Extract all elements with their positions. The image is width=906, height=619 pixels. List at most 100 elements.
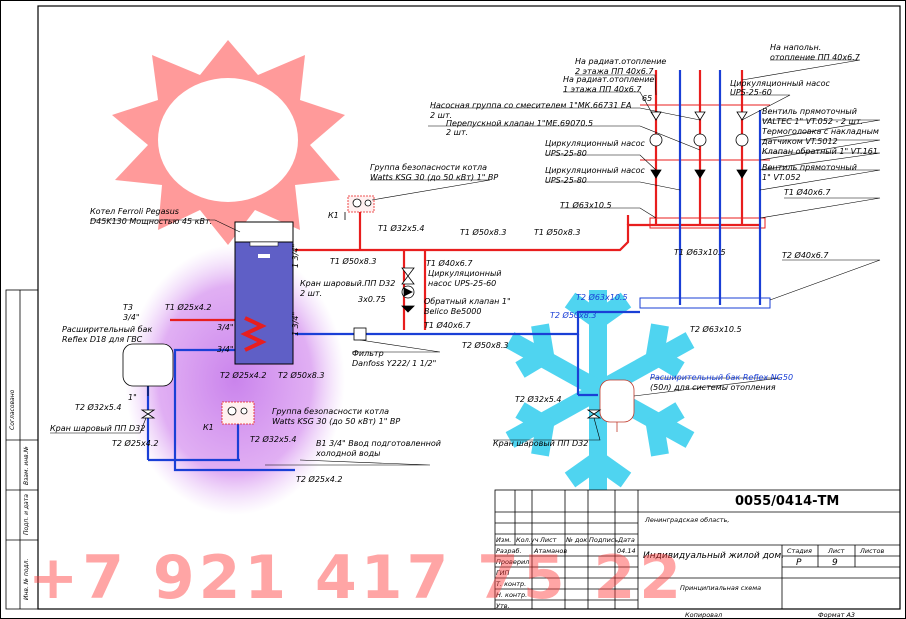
pump-group-label-2: 2 шт.: [430, 111, 452, 120]
pipe-t3-label: Т3: [123, 303, 133, 312]
document-code: 0055/0414-ТМ: [735, 494, 839, 509]
pipe-t1-40-b-label: Т1 Ø40x6.7: [424, 320, 471, 330]
pipe-t2-63-a-label: Т2 Ø63x10.5: [576, 292, 628, 302]
pipe-t2-32-a-label: Т2 Ø32x5.4: [75, 402, 121, 412]
leader-lines: [50, 59, 881, 466]
circ-pump-a-label-2: UPS-25-80: [545, 149, 587, 158]
filter-label-1: Фильтр: [352, 349, 384, 358]
document-sheet-title: Принципиальная схема: [680, 584, 761, 592]
safety-group-bottom-icon: [221, 401, 255, 425]
table-header-date: Дата: [617, 536, 635, 544]
safety-group-bottom-label-2: Watts KSG 30 (до 50 кВт) 1" ВР: [272, 417, 400, 426]
pipe-t2-63-b-label: Т2 Ø63x10.5: [690, 324, 742, 334]
floor-heating-label-2: отопление ПП 40x6.7: [770, 53, 861, 62]
pipe-t1-50-c-label: Т1 Ø50x8.3: [330, 256, 376, 266]
circ-pump-mid-label-2: насос UPS-25-60: [428, 279, 496, 288]
ball-valve-left-label: Кран шаровый ПП D32: [50, 424, 145, 433]
filter-icon: [353, 327, 367, 341]
boiler-fitting-bot-label: 1 3/4": [291, 312, 300, 336]
heating-floor1-label-2: 1 этажа ПП 40x6.7: [563, 85, 642, 94]
stage-value: Р: [796, 558, 802, 568]
size-65-label: 65: [642, 94, 652, 103]
circ-pump-b-label-1: Циркуляционный насос: [545, 166, 645, 175]
pipe-t1-63-label: Т1 Ø63x10.5: [560, 200, 612, 210]
circ-pump-mid-label-1: Циркуляционный: [428, 269, 502, 278]
pipe-t1-32-label: Т1 Ø32x5.4: [378, 223, 424, 233]
safety-group-bottom-label-1: Группа безопасности котла: [272, 407, 389, 416]
document-region: Ленинградская область,: [644, 516, 729, 524]
document-date: 04.14: [617, 547, 636, 555]
table-header-sign: Подпись: [589, 536, 618, 544]
side-stamp-replace: Взам. инв.№: [23, 446, 30, 485]
manifold-return-header: [639, 297, 771, 309]
phone-watermark: +7 921 417 75 22: [28, 543, 685, 613]
safety-group-top-label-2: Watts KSG 30 (до 50 кВт) 1" ВР: [370, 173, 498, 182]
check-valve-top-label: Клапан обратный 1" VT.161: [762, 147, 878, 156]
sheet-header: Лист: [827, 547, 845, 555]
circulation-pump-mid-icon: [401, 267, 415, 313]
heating-floor2-label-2: 2 этажа ПП 40x6.7: [575, 67, 654, 76]
pipe-t1-40-c-label: Т1 Ø40x6.7: [784, 187, 831, 197]
k1-bottom-label: К1: [203, 423, 214, 432]
bypass-valve-label-2: 2 шт.: [446, 128, 468, 137]
valve-straight-bottom-label-1: Вентиль прямоточный: [762, 163, 857, 172]
pipe-t1-40-a-label: Т1 Ø40x6.7: [426, 258, 473, 268]
role-tech-control: Т. контр.: [496, 580, 526, 588]
heating-floor2-label-1: На радиат.отопление: [575, 57, 666, 66]
size-1-label: 1": [128, 393, 137, 402]
pump-group-label-1: Насосная группа со смесителем 1"МК.66731…: [430, 101, 631, 110]
sun-watermark: [112, 40, 345, 245]
role-approved: Утв.: [496, 602, 510, 610]
table-header-doc: № док.: [565, 536, 589, 544]
circ-pump-top-label-1: Циркуляционный насос: [730, 79, 830, 88]
expansion-tank-heat-icon: [599, 379, 635, 432]
stage-header: Стадия: [787, 547, 812, 555]
k1-top-label: К1: [328, 211, 339, 220]
exp-tank-dhw-label-1: Расширительный бак: [62, 325, 152, 334]
side-stamp: [5, 289, 39, 610]
heating-floor1-label-1: На радиат.отопление: [563, 75, 654, 84]
safety-group-top-icon: [344, 195, 375, 220]
size-34-a-label: 3/4": [217, 323, 234, 332]
side-stamp-agreed: Согласовано: [9, 389, 16, 430]
pipe-t2-32-c-label: Т2 Ø32x5.4: [515, 394, 561, 404]
boiler-label-2: D45K130 Мощностью 45 кВт.: [90, 217, 212, 226]
pipe-t1-50-a-label: Т1 Ø50x8.3: [460, 227, 506, 237]
pipe-t3-size-label: 3/4": [123, 313, 140, 322]
pipe-t2-25-b-label: Т2 Ø25x4.2: [112, 438, 158, 448]
floor-heating-label-1: На напольн.: [770, 43, 821, 52]
safety-group-top-label-1: Группа безопасности котла: [370, 163, 487, 172]
copied-label: Копировал: [685, 611, 722, 619]
valve-straight-top-label-2: VALTEC 1" VT.052 - 2 шт.: [762, 117, 863, 126]
boiler-fitting-top-label: 1 3/4": [291, 244, 300, 268]
table-header-sheet: Лист: [539, 536, 557, 544]
manifold-pumps: [649, 111, 749, 179]
valve-straight-bottom-label-2: 1" VT.052: [762, 173, 801, 182]
valve-straight-top-label-1: Вентиль прямоточный: [762, 107, 857, 116]
pipe-t2-25-a-label: Т2 Ø25x4.2: [220, 370, 266, 380]
ball-valve-left-icon: [140, 409, 156, 419]
ball-valve-mid-label-1: Кран шаровый.ПП D32: [300, 279, 395, 288]
boiler-label-1: Котел Ferroli Pegasus: [90, 207, 179, 216]
table-header-change: Изм.: [496, 536, 511, 544]
pipe-t2-50-b-label: Т2 Ø50x8.3: [462, 340, 508, 350]
circ-pump-a-label-1: Циркуляционный насос: [545, 139, 645, 148]
pipe-t2-32-b-label: Т2 Ø32x5.4: [250, 434, 296, 444]
exp-tank-heat-label-2: (50л) для системы отопления: [650, 383, 776, 392]
thermo-head-label-1: Термоголовка с накладным: [762, 127, 879, 136]
circ-pump-top-label-2: UPS-25-60: [730, 88, 772, 97]
cold-water-label-1: В1 3/4" Ввод подготовленной: [316, 439, 441, 448]
exp-tank-dhw-label-2: Reflex D18 для ГВС: [62, 335, 143, 344]
pipe-t2-25-c-label: Т2 Ø25x4.2: [296, 474, 342, 484]
pipe-t1-25-label: Т1 Ø25x4.2: [165, 302, 211, 312]
filter-label-2: Danfoss Y222/ 1 1/2": [352, 359, 436, 368]
thermo-head-label-2: датчиком VT.5012: [761, 137, 838, 146]
circ-pump-b-label-2: UPS-25-80: [545, 176, 587, 185]
ball-valve-right-icon: [586, 409, 602, 419]
developer-name: Атаманов: [533, 547, 567, 555]
manifold-supply-header: [640, 104, 770, 229]
ball-valve-mid-label-2: 2 шт.: [300, 289, 322, 298]
ball-valve-right-label: Кран шаровый ПП D32: [493, 439, 588, 448]
size-34-b-label: 3/4": [217, 345, 234, 354]
